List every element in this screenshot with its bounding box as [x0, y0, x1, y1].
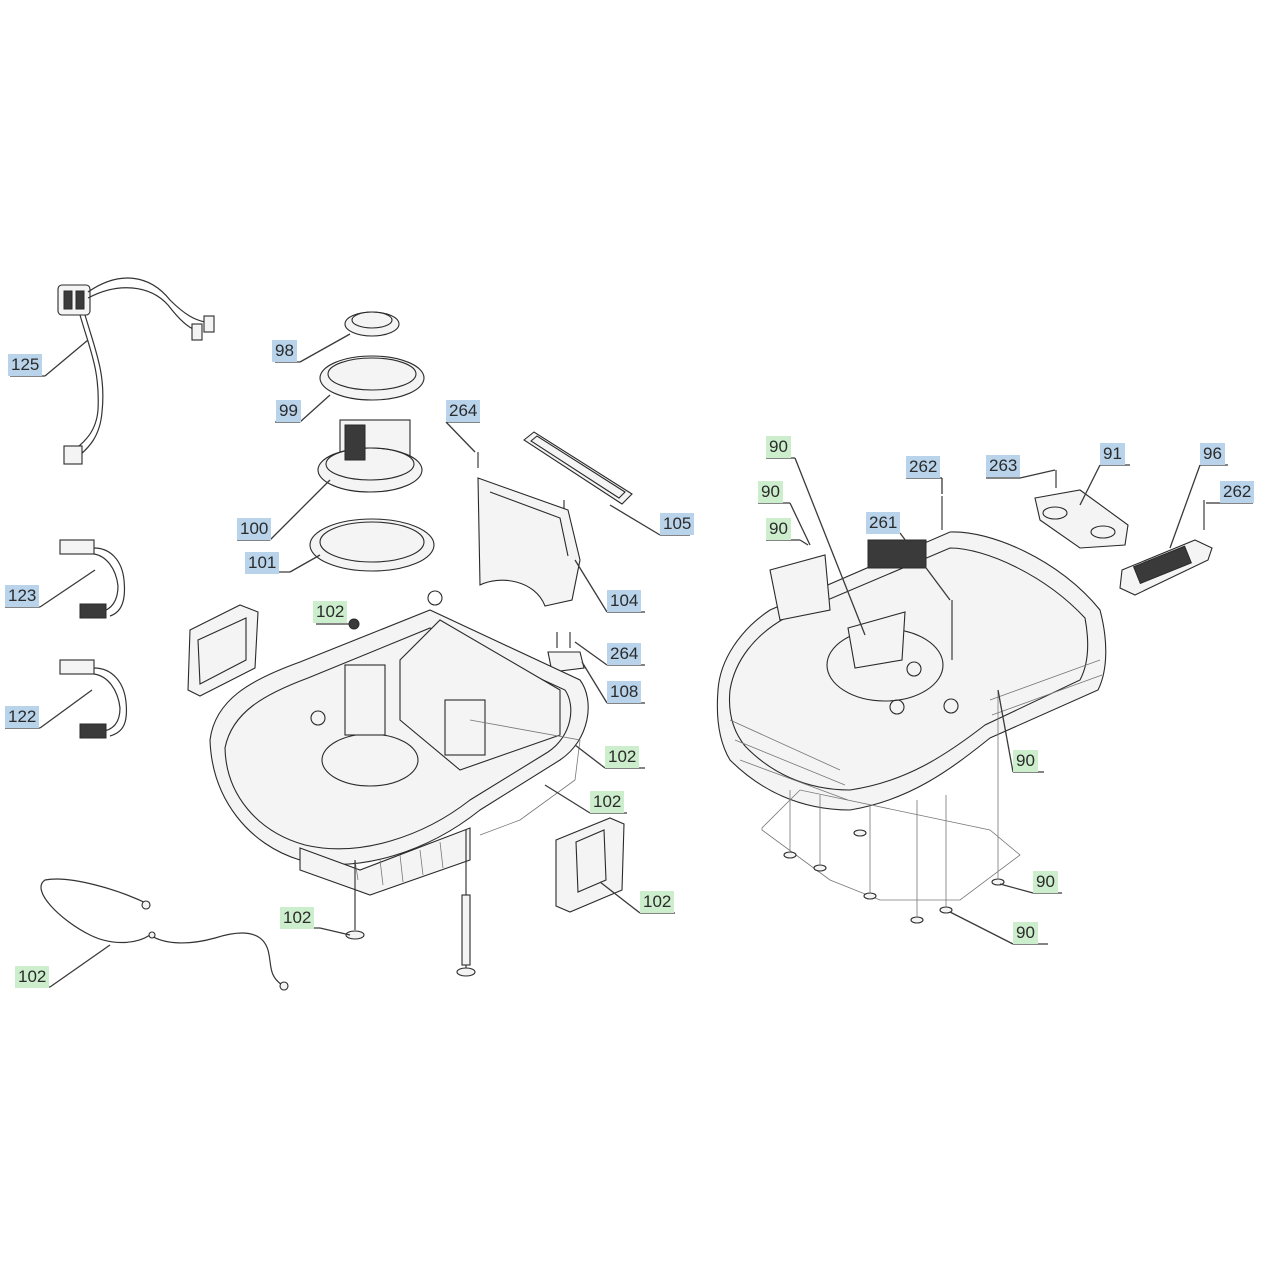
callout-263[interactable]: 263 [986, 455, 1021, 477]
callout-90-b[interactable]: 90 [758, 481, 783, 503]
callout-90-e[interactable]: 90 [1033, 871, 1058, 893]
bracket-icon [547, 651, 585, 673]
washer-icons [783, 829, 1005, 924]
callout-99[interactable]: 99 [276, 400, 301, 422]
motor-assembly-icon [309, 311, 435, 572]
callout-98[interactable]: 98 [272, 340, 297, 362]
callout-102-wire[interactable]: 102 [15, 966, 50, 988]
connector-cable-icon [59, 539, 126, 619]
housing-icon [209, 590, 589, 896]
callout-264-top[interactable]: 264 [446, 400, 481, 422]
side-cover-icon [555, 817, 625, 913]
callout-102-bolt[interactable]: 102 [280, 907, 315, 929]
gasket-icon [523, 431, 633, 505]
foam-sheet-icon [761, 789, 1021, 901]
callout-261[interactable]: 261 [866, 512, 901, 534]
callout-91[interactable]: 91 [1100, 443, 1125, 465]
cover-icon [716, 531, 1107, 811]
connector-cable-icon [59, 659, 128, 739]
callout-104[interactable]: 104 [607, 590, 642, 612]
callout-102-c[interactable]: 102 [640, 891, 675, 913]
callout-123[interactable]: 123 [5, 585, 40, 607]
callout-90-f[interactable]: 90 [1013, 922, 1038, 944]
callout-100[interactable]: 100 [237, 518, 272, 540]
callout-101[interactable]: 101 [245, 552, 280, 574]
callout-105[interactable]: 105 [660, 513, 695, 535]
wire-harness-icon [57, 277, 215, 465]
wire-loop-icon [40, 878, 283, 986]
callout-125[interactable]: 125 [8, 354, 43, 376]
callout-96[interactable]: 96 [1200, 443, 1225, 465]
callout-108[interactable]: 108 [607, 681, 642, 703]
callout-102-ring[interactable]: 102 [313, 601, 348, 623]
callout-122[interactable]: 122 [5, 706, 40, 728]
callout-90-c[interactable]: 90 [766, 518, 791, 540]
callout-102-a[interactable]: 102 [605, 746, 640, 768]
callout-90-a[interactable]: 90 [766, 436, 791, 458]
callout-102-b[interactable]: 102 [590, 791, 625, 813]
callout-262-b[interactable]: 262 [1220, 481, 1255, 503]
leader-lines [5, 333, 1253, 988]
bolt-icon [345, 930, 365, 940]
side-panel-icon [187, 604, 259, 697]
callout-90-d[interactable]: 90 [1013, 750, 1038, 772]
callout-262-a[interactable]: 262 [906, 456, 941, 478]
bracket-icon [1034, 489, 1129, 549]
callout-264-mid[interactable]: 264 [607, 643, 642, 665]
duct-cover-icon [477, 477, 581, 607]
bolt-icon [456, 967, 476, 977]
